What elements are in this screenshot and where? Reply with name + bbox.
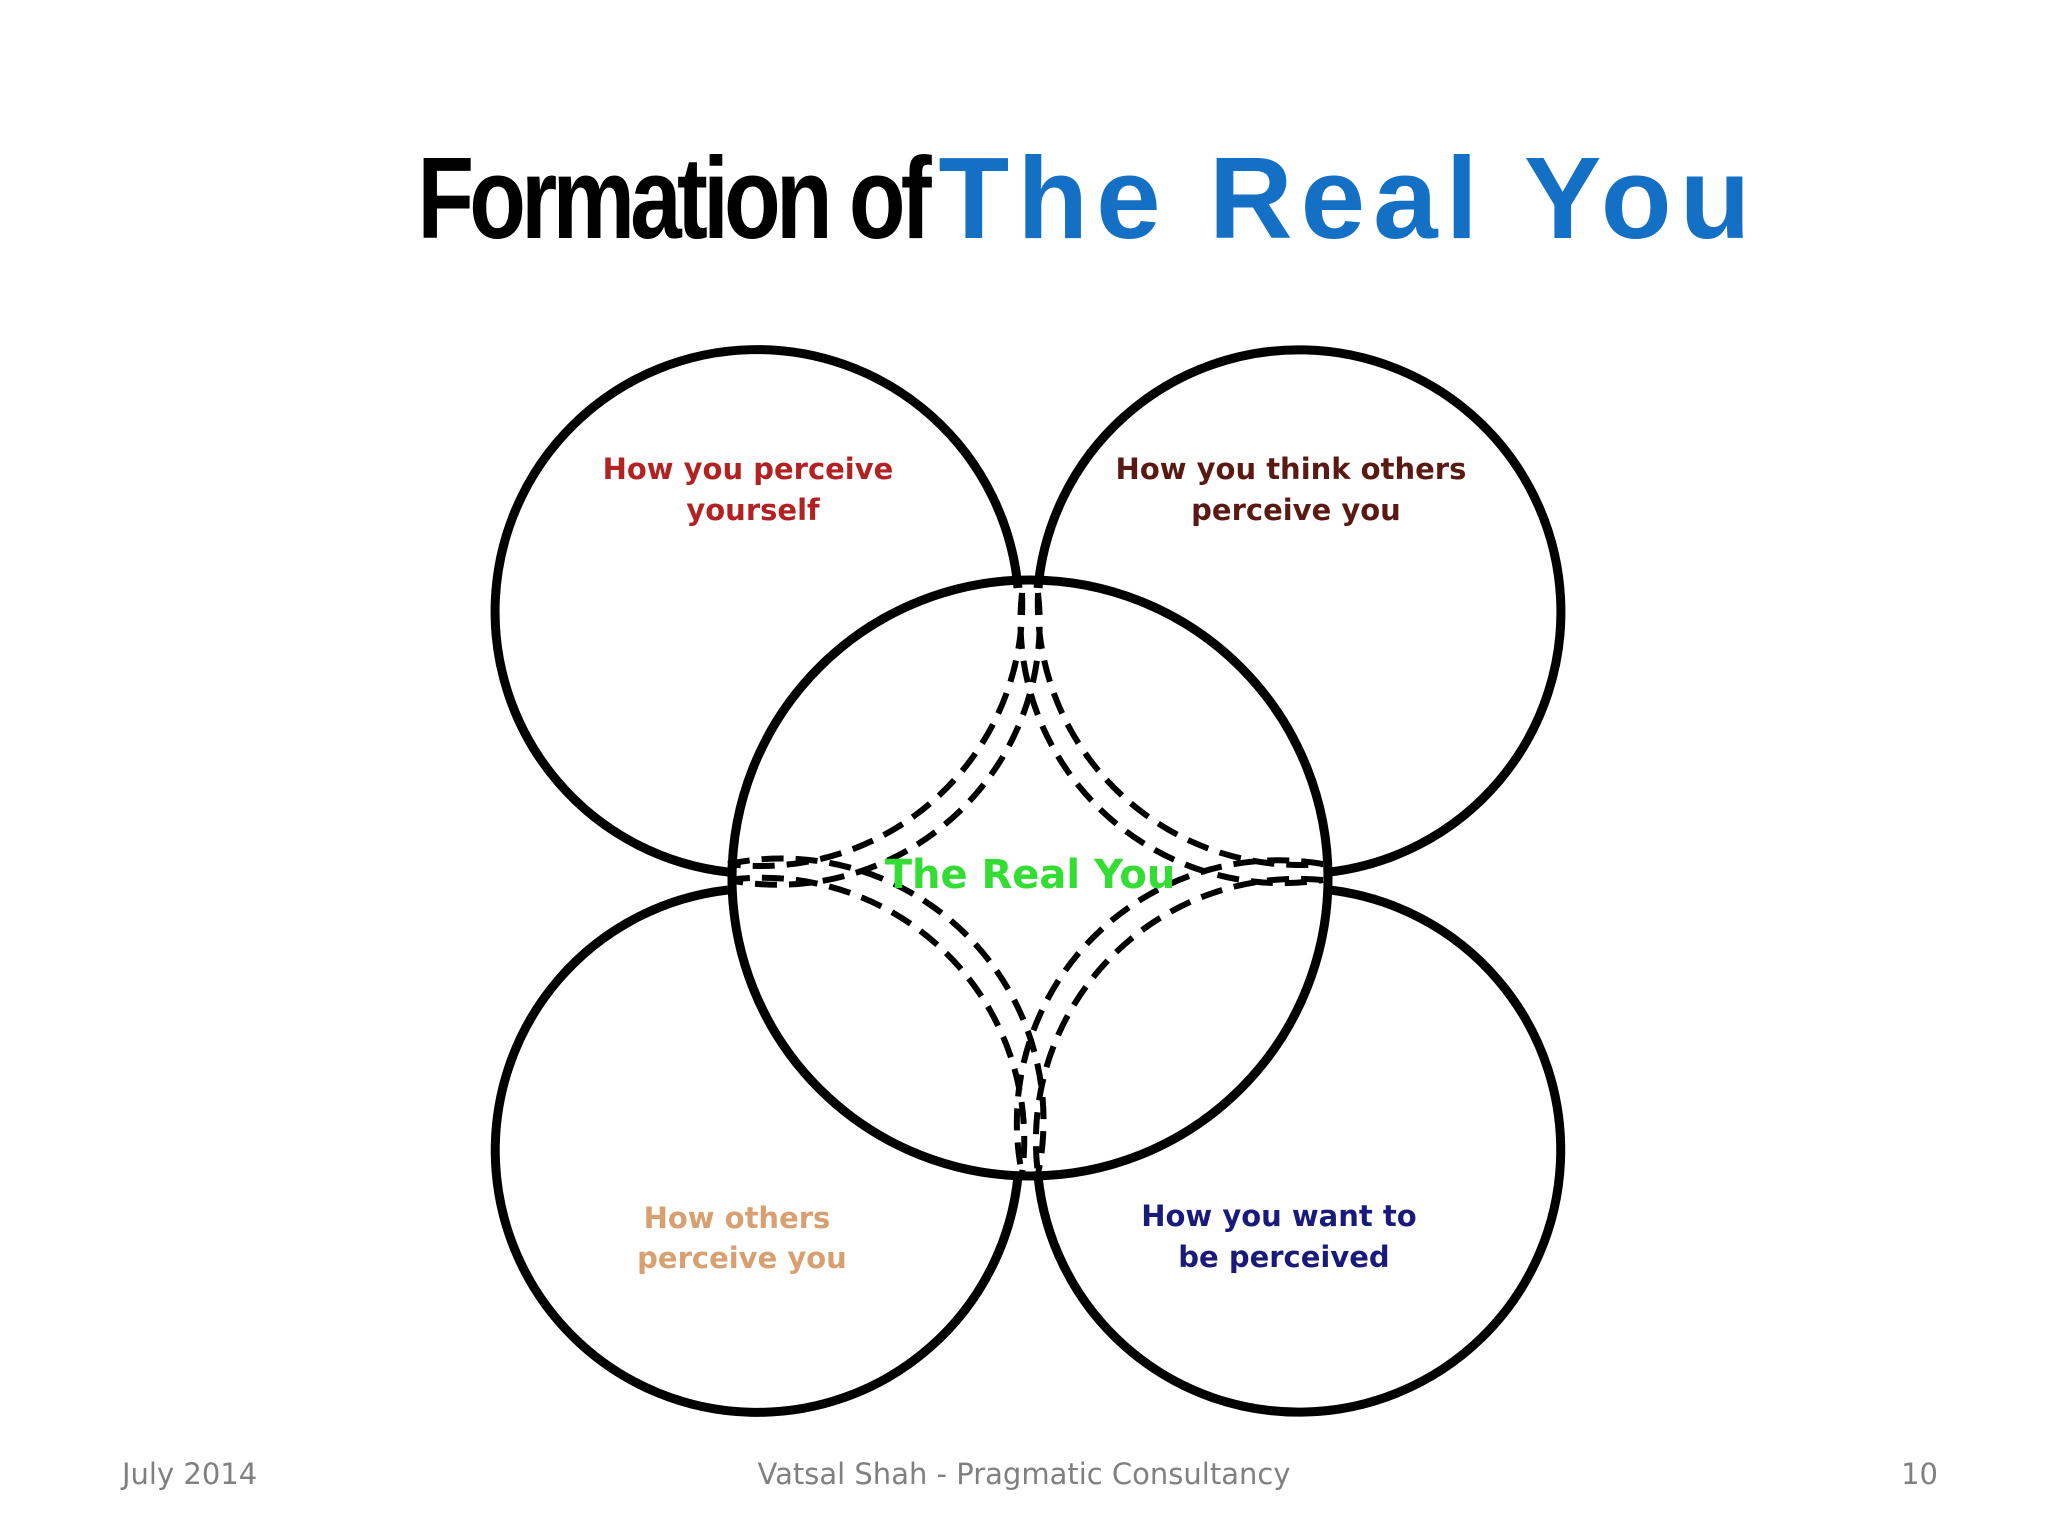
footer-date: July 2014 [122,1457,258,1491]
outer-circles [490,345,1566,1417]
circle-bottom-left [490,885,1023,1417]
footer-author: Vatsal Shah - Pragmatic Consultancy [757,1457,1291,1491]
label-others-perceive: How others perceive you [637,1201,847,1275]
title-highlight: The Real You [938,133,1759,263]
title-prefix: Formation of [416,133,931,263]
label-want-perceived: How you want to be perceived [1141,1199,1427,1274]
footer-page-number: 10 [1901,1457,1938,1491]
circle-bottom-right [1033,885,1566,1417]
label-think-others-perceive: How you think others perceive you [1116,452,1477,527]
label-the-real-you: The Real You [885,852,1176,898]
circle-top-left [490,345,1023,877]
circle-top-right [1033,345,1566,877]
label-perceive-yourself: How you perceive yourself [603,452,904,527]
overlap-dashes [726,592,1325,1176]
circle-center [727,575,1333,1181]
